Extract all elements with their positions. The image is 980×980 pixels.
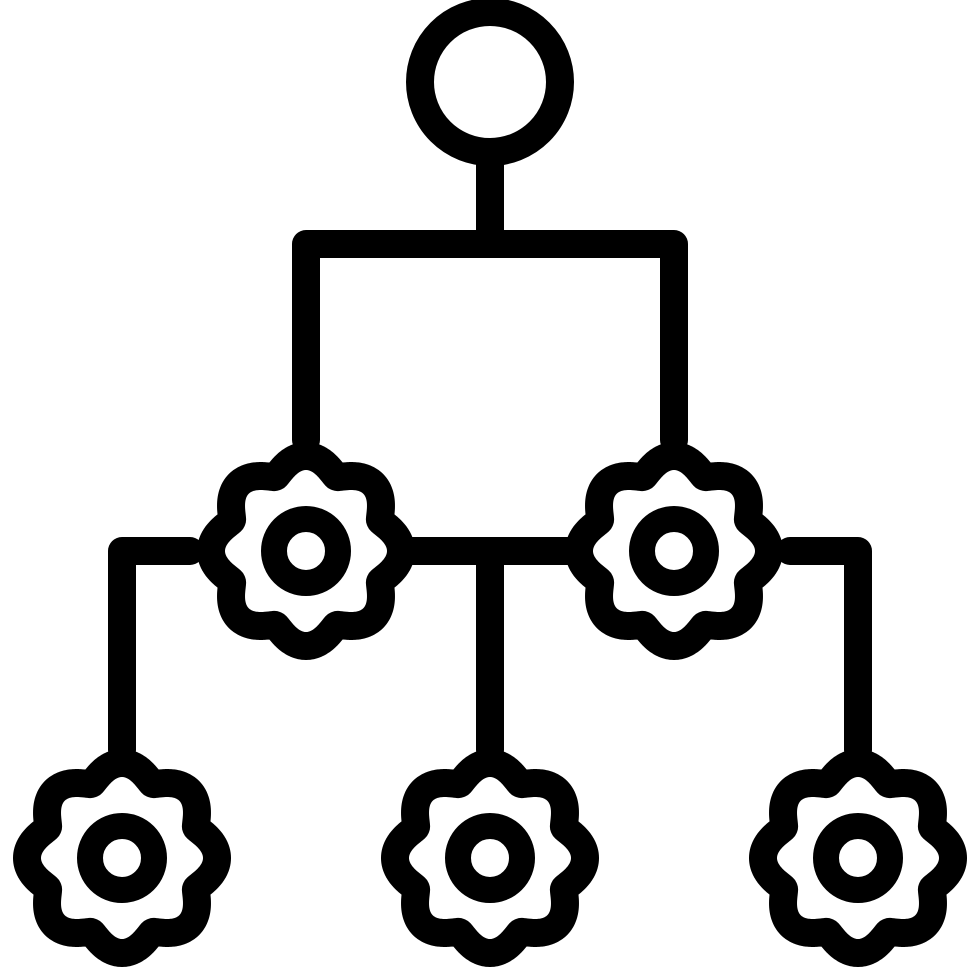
right-branch-line <box>776 537 872 764</box>
connector-lines <box>108 138 872 764</box>
gear-nodes <box>13 442 967 967</box>
gear-bottom-left-gear-icon <box>13 749 231 967</box>
gear-hub-ring <box>445 813 535 903</box>
gear-hub-ring <box>813 813 903 903</box>
gear-mid-left-gear-icon <box>197 442 415 660</box>
gear-outline <box>749 749 967 967</box>
gear-bottom-center-gear-icon <box>381 749 599 967</box>
left-branch-line <box>108 537 204 764</box>
gear-outline <box>13 749 231 967</box>
gear-hub-ring <box>261 506 351 596</box>
gear-outline <box>565 442 783 660</box>
gear-outline <box>381 749 599 967</box>
gear-outline <box>197 442 415 660</box>
root-circle-icon <box>406 0 574 166</box>
gear-hub-ring <box>629 506 719 596</box>
gear-mid-right-gear-icon <box>565 442 783 660</box>
gear-bottom-right-gear-icon <box>749 749 967 967</box>
top-bracket-line <box>292 230 688 454</box>
gear-hub-ring <box>77 813 167 903</box>
